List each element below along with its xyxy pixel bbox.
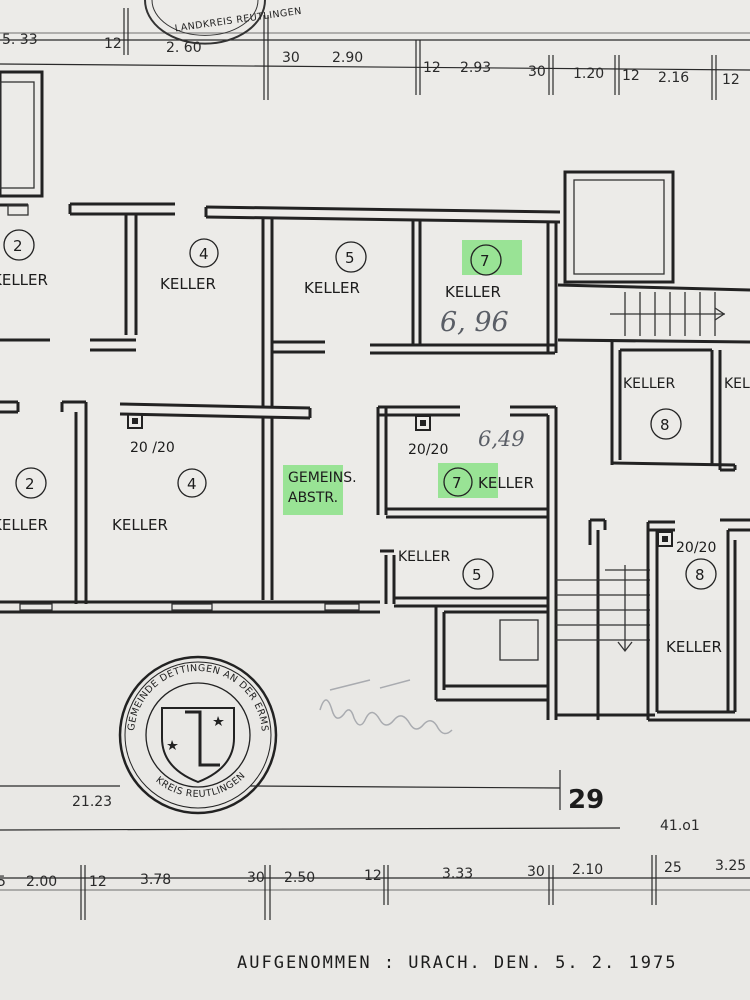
room-7-top-label: KELLER bbox=[445, 283, 501, 301]
total-dimensions: 21.23 29 41.o1 bbox=[0, 770, 700, 834]
room-5-top-label: KELLER bbox=[304, 279, 360, 297]
room-7-mid-label: KELLER bbox=[478, 474, 534, 492]
top-dim-9: 1.20 bbox=[573, 66, 604, 82]
room-4-top-number: 4 bbox=[199, 245, 209, 263]
top-dim-2: 12 bbox=[104, 36, 122, 52]
room-5-top-number: 5 bbox=[345, 249, 355, 267]
top-dim-1: 5. 33 bbox=[2, 32, 38, 48]
room-4-top-label: KELLER bbox=[160, 275, 216, 293]
total-right: 41.o1 bbox=[660, 818, 700, 834]
top-dim-3: 2. 60 bbox=[166, 40, 202, 56]
room-5-lower-label: KELLER bbox=[398, 549, 450, 565]
marker-29: 29 bbox=[568, 785, 604, 815]
room-8-lower-number: 8 bbox=[695, 566, 705, 584]
room-edge-label: KEL bbox=[724, 376, 750, 392]
room-4-mid-number: 4 bbox=[187, 475, 197, 493]
bottom-dim-2: 2.00 bbox=[26, 874, 57, 890]
top-dim-8: 30 bbox=[528, 64, 546, 80]
top-dim-5: 2.90 bbox=[332, 50, 363, 66]
room-7-mid-area: 6,49 bbox=[478, 427, 525, 451]
room-8-lower-chimney: 20/20 bbox=[676, 540, 716, 556]
top-dim-6: 12 bbox=[423, 60, 441, 76]
bottom-dim-1: 5 bbox=[0, 874, 6, 890]
top-dim-12: 12 bbox=[722, 72, 740, 88]
top-dim-4: 30 bbox=[282, 50, 300, 66]
top-dim-10: 12 bbox=[622, 68, 640, 84]
bottom-dim-8: 3.33 bbox=[442, 866, 473, 882]
room-8-number: 8 bbox=[660, 416, 670, 434]
room-4-mid-label: KELLER bbox=[112, 516, 168, 534]
room-number-circles bbox=[3, 229, 717, 590]
room-8-label: KELLER bbox=[623, 376, 675, 392]
room-2-mid-number: 2 bbox=[25, 475, 35, 493]
room-7-top-number: 7 bbox=[480, 252, 490, 270]
bottom-dimension-chain: 5 2.00 12 3.78 30 2.50 12 3.33 30 2.10 2… bbox=[0, 855, 750, 920]
top-dimension-chain: 5. 33 12 2. 60 30 2.90 12 2.93 30 1.20 1… bbox=[0, 8, 750, 100]
bottom-dim-5: 30 bbox=[247, 870, 265, 886]
pencil-scribble bbox=[319, 679, 453, 735]
top-dim-11: 2.16 bbox=[658, 70, 689, 86]
bottom-dim-6: 2.50 bbox=[284, 870, 315, 886]
gemeins-line1: GEMEINS. bbox=[288, 470, 357, 486]
bottom-dim-12: 3.25 bbox=[715, 858, 746, 874]
room-7-mid-chimney: 20/20 bbox=[408, 442, 448, 458]
room-labels: 2 KELLER 4 KELLER 5 KELLER 7 KELLER 6, 9… bbox=[0, 237, 750, 656]
walls bbox=[0, 70, 750, 722]
bottom-dim-3: 12 bbox=[89, 874, 107, 890]
bottom-dim-9: 30 bbox=[527, 864, 545, 880]
bottom-dim-4: 3.78 bbox=[140, 872, 171, 888]
room-2-top-number: 2 bbox=[13, 237, 23, 255]
total-left: 21.23 bbox=[72, 794, 112, 810]
top-dim-7: 2.93 bbox=[460, 60, 491, 76]
room-7-top-area: 6, 96 bbox=[440, 307, 509, 338]
bottom-dim-7: 12 bbox=[364, 868, 382, 884]
room-4-mid-chimney: 20 /20 bbox=[130, 440, 175, 456]
room-2-top-label: KELLER bbox=[0, 271, 48, 289]
room-8-lower-label: KELLER bbox=[666, 638, 722, 656]
bottom-dim-10: 2.10 bbox=[572, 862, 603, 878]
gemeins-line2: ABSTR. bbox=[288, 490, 338, 506]
bottom-dim-11: 25 bbox=[664, 860, 682, 876]
chimney-symbols bbox=[127, 413, 673, 547]
room-2-mid-label: KELLER bbox=[0, 516, 48, 534]
room-5-lower-number: 5 bbox=[472, 566, 482, 584]
footer-survey-date: AUFGENOMMEN : URACH. DEN. 5. 2. 1975 bbox=[237, 953, 677, 973]
room-7-mid-number: 7 bbox=[452, 474, 462, 492]
